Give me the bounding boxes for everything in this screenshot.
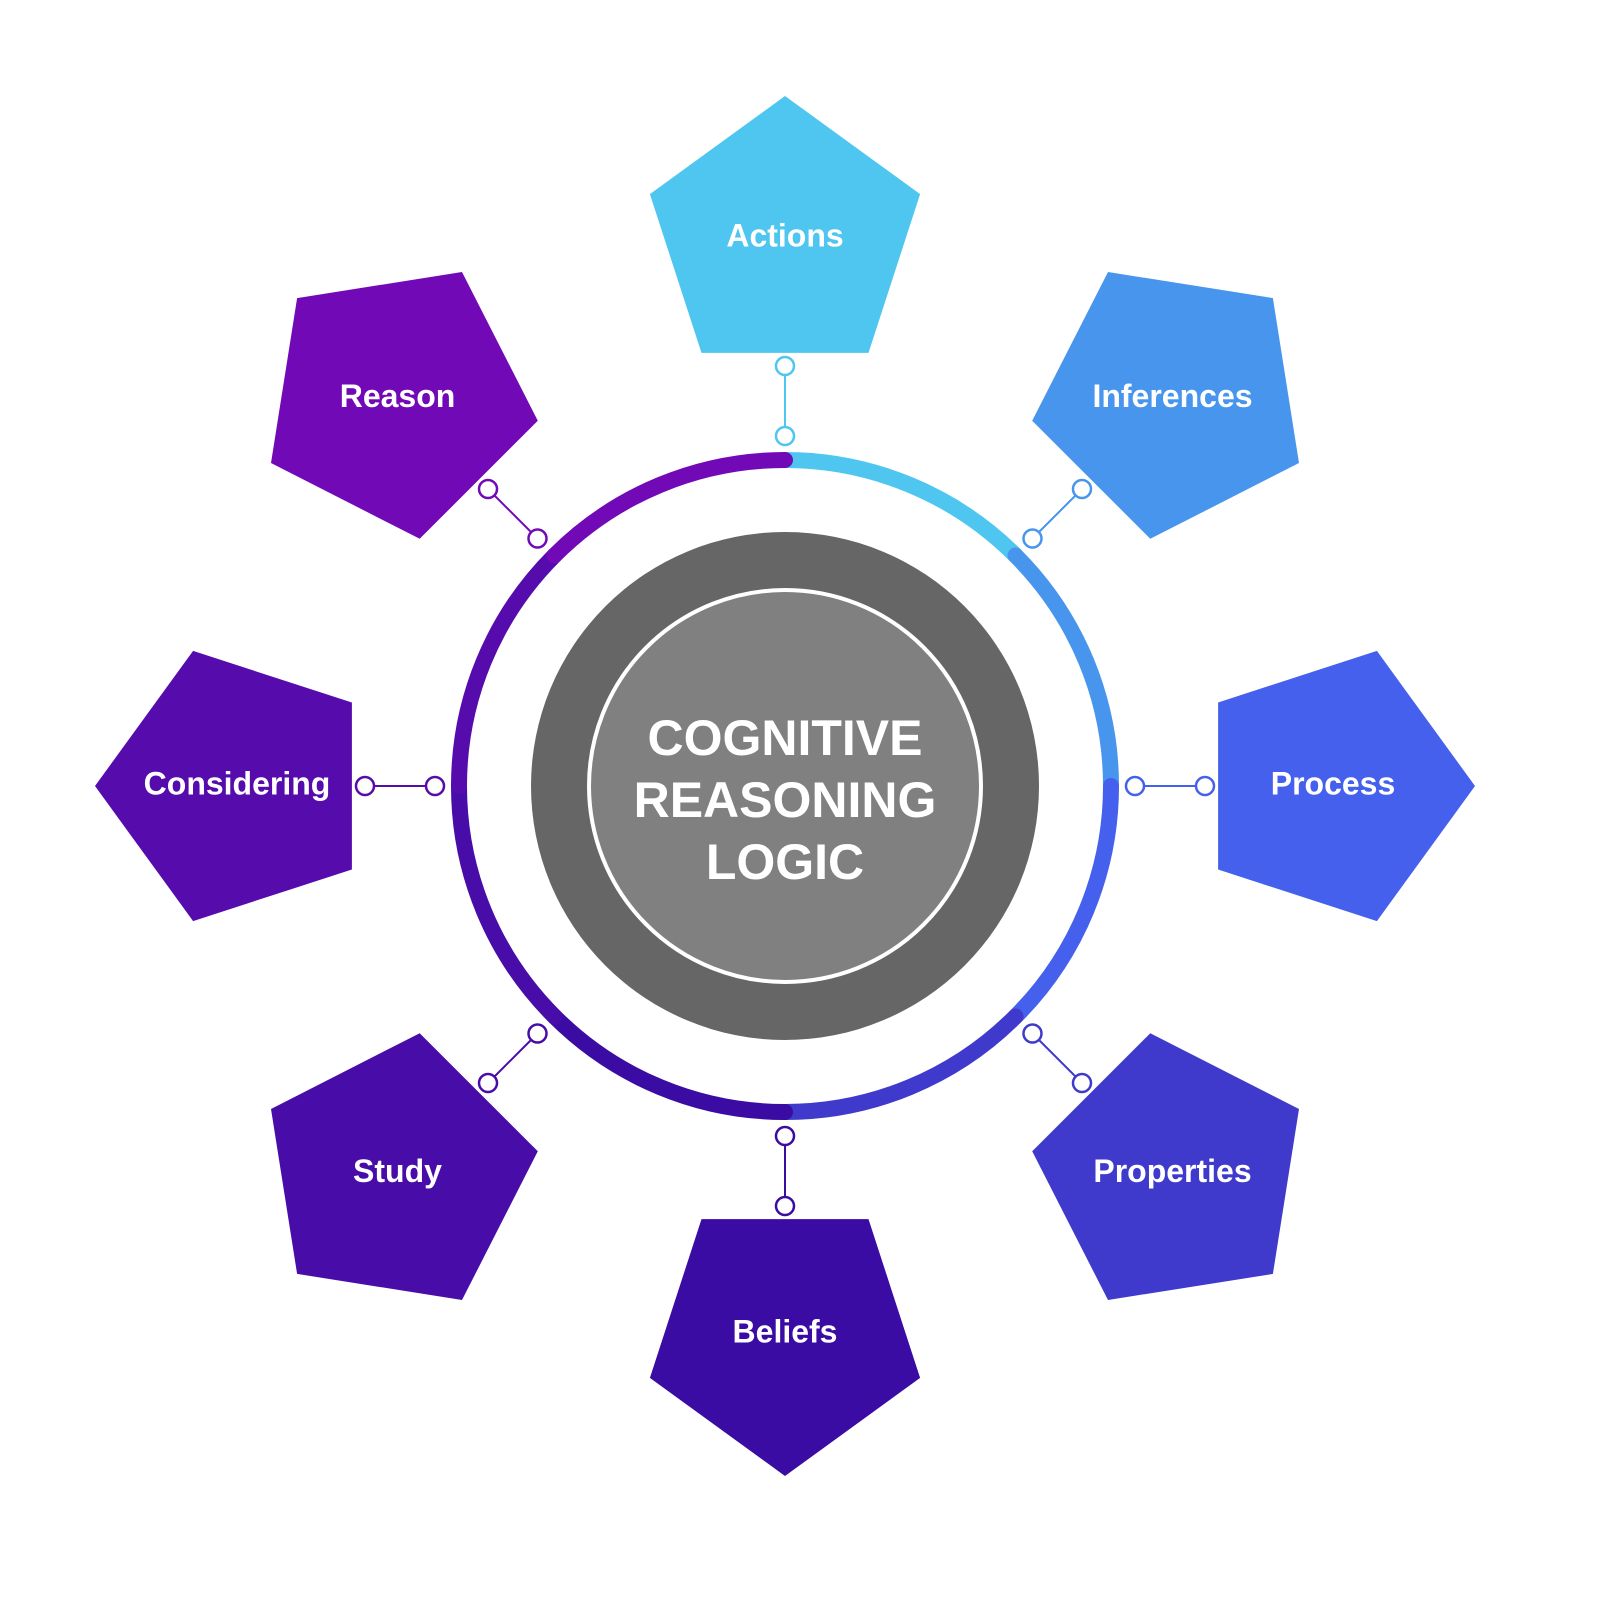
node-label: Actions — [726, 217, 843, 253]
center-title-line-1: COGNITIVE — [647, 710, 922, 766]
node-label: Reason — [340, 378, 456, 414]
pentagon-shape — [1032, 1033, 1299, 1300]
ring-arc-study — [451, 778, 563, 1025]
pentagon-shape — [1032, 272, 1299, 539]
connector-dot-inner — [774, 1125, 796, 1147]
connectors — [354, 355, 1216, 1217]
ring-arc-inferences — [1007, 547, 1119, 794]
node-inferences: Inferences — [1032, 272, 1299, 539]
node-considering: Considering — [95, 650, 352, 922]
connector-line — [487, 488, 539, 540]
node-study: Study — [271, 1033, 538, 1300]
center-title-line-3: LOGIC — [706, 834, 864, 890]
node-actions: Actions — [649, 96, 921, 353]
ring-arc-considering — [451, 547, 563, 794]
connector-dot-outer — [477, 478, 499, 500]
node-process: Process — [1218, 650, 1475, 922]
ring-arc-process — [1007, 778, 1119, 1025]
center-hub: COGNITIVE REASONING LOGIC — [531, 532, 1039, 1040]
connector-dot-inner — [1124, 775, 1146, 797]
pentagon-shape — [1218, 650, 1475, 922]
connector-dot-inner — [527, 1023, 548, 1044]
pentagon-shape — [271, 272, 538, 539]
node-reason: Reason — [271, 272, 538, 539]
center-title-line-2: REASONING — [634, 772, 937, 828]
pentagon-shape — [649, 1219, 921, 1476]
connector-dot-inner — [1022, 1023, 1043, 1044]
ring-arcs — [451, 452, 1119, 1120]
ring-arc-reason — [546, 452, 793, 564]
connector-dot-inner — [424, 775, 446, 797]
pentagon-shape — [271, 1033, 538, 1300]
node-label: Inferences — [1092, 378, 1252, 414]
node-properties: Properties — [1032, 1033, 1299, 1300]
ring-arc-beliefs — [546, 1008, 793, 1120]
connector-dot-outer — [354, 775, 376, 797]
connector-dot-outer — [1071, 478, 1093, 500]
node-label: Study — [353, 1153, 442, 1189]
center-inner-disc — [587, 588, 983, 984]
connector-dot-outer — [774, 355, 796, 377]
connector-dot-outer — [477, 1072, 499, 1094]
connector-dot-inner — [1022, 528, 1043, 549]
connector-dot-outer — [1194, 775, 1216, 797]
ring-arc-actions — [777, 452, 1024, 564]
connector-line — [1031, 488, 1083, 540]
connector-dot-inner — [774, 425, 796, 447]
node-label: Properties — [1093, 1153, 1251, 1189]
node-beliefs: Beliefs — [649, 1219, 921, 1476]
connector-dot-outer — [774, 1195, 796, 1217]
ring-arc-properties — [777, 1008, 1024, 1120]
connector-dot-inner — [527, 528, 548, 549]
pentagon-nodes: ActionsInferencesProcessPropertiesBelief… — [95, 96, 1475, 1476]
node-label: Considering — [144, 765, 331, 801]
pentagon-shape — [95, 650, 352, 922]
node-label: Beliefs — [733, 1313, 838, 1349]
node-label: Process — [1271, 765, 1396, 801]
connector-dot-outer — [1071, 1072, 1093, 1094]
connector-line — [1031, 1032, 1083, 1084]
pentagon-shape — [649, 96, 921, 353]
connector-line — [487, 1032, 539, 1084]
